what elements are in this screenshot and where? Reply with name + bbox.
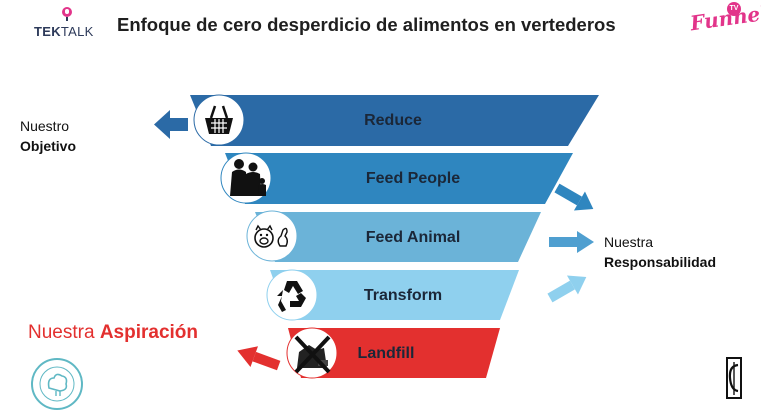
funnel-tv-badge: TV bbox=[727, 2, 741, 16]
tier-band-reduce bbox=[190, 95, 599, 146]
responsibility-arrow-bottom-icon bbox=[547, 275, 587, 303]
responsibility-arrow-top-icon bbox=[554, 183, 594, 211]
tier-band-feed-animal bbox=[255, 212, 541, 262]
tier-band-feed-people bbox=[225, 153, 573, 204]
tier-label-transform: Transform bbox=[364, 287, 442, 304]
farm-animals-icon bbox=[246, 210, 298, 262]
aspiration-label: Nuestra Aspiración bbox=[28, 322, 199, 343]
page-title: Enfoque de cero desperdicio de alimentos… bbox=[117, 14, 616, 35]
no-landfill-icon bbox=[286, 327, 338, 379]
family-icon bbox=[220, 152, 272, 204]
goal-arrow-icon bbox=[154, 110, 188, 139]
tier-band-landfill bbox=[288, 328, 500, 378]
tier-label-reduce: Reduce bbox=[364, 112, 422, 129]
corner-logo-icon bbox=[726, 357, 742, 399]
tier-label-feed-people: Feed People bbox=[366, 170, 460, 187]
tektalk-logo: TEKTALK bbox=[34, 24, 94, 39]
recycle-icon bbox=[266, 269, 318, 321]
tier-label-landfill: Landfill bbox=[358, 345, 415, 362]
tier-band-transform bbox=[270, 270, 519, 320]
tier-label-feed-animal: Feed Animal bbox=[366, 229, 461, 246]
aspiration-arrow-icon bbox=[237, 346, 281, 371]
basket-icon bbox=[193, 94, 245, 146]
pledge-seal-icon bbox=[31, 358, 83, 410]
tektalk-logo-icon bbox=[60, 6, 74, 22]
responsibility-arrow-mid-icon bbox=[549, 231, 594, 253]
